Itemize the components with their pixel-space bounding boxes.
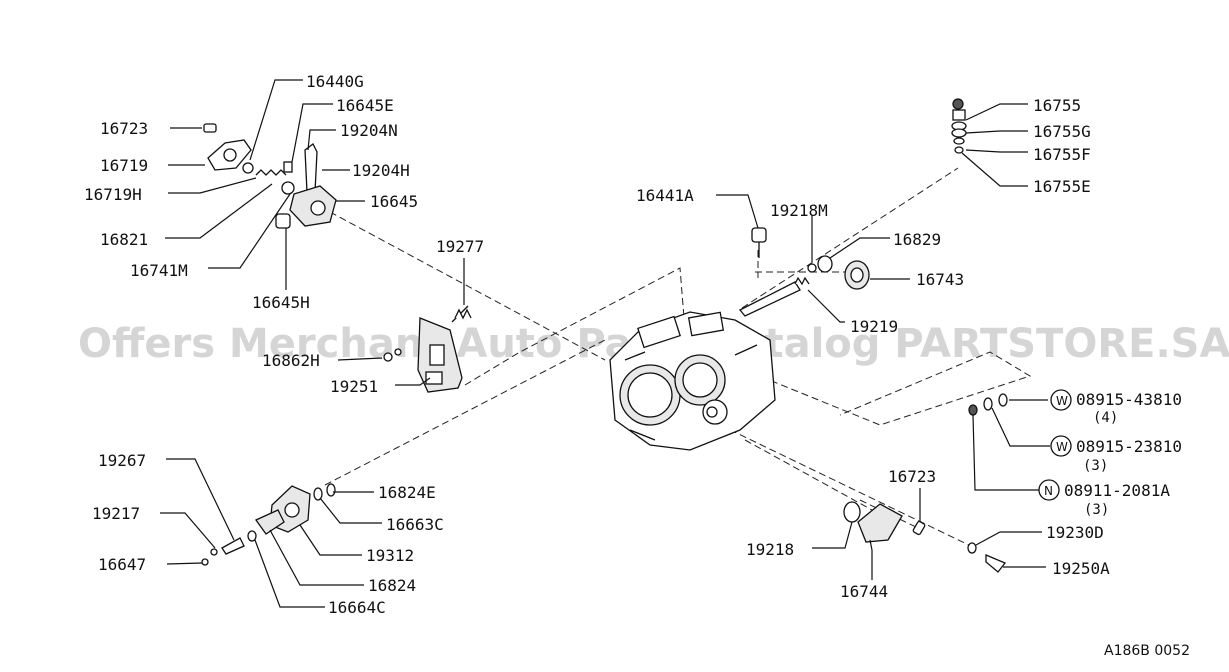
label-16755G: 16755G: [1033, 122, 1091, 141]
symbol-w-circle-1: [1050, 389, 1072, 411]
label-16741M: 16741M: [130, 261, 188, 280]
diaphragm-16824-part: [255, 509, 285, 535]
pin-19204N-part: [304, 143, 318, 193]
label-19204H: 19204H: [352, 161, 410, 180]
label-16719H: 16719H: [84, 185, 142, 204]
label-08915-23810: 08915-23810: [1076, 437, 1182, 456]
bracket-assembly: [383, 305, 472, 393]
label-16862H: 16862H: [262, 351, 320, 370]
label-19250A: 19250A: [1052, 559, 1110, 578]
drawing-code: A186B 0052: [1104, 643, 1190, 659]
bolt-16441A-part: [751, 227, 767, 243]
label-qty-3a: (3): [1083, 458, 1108, 474]
label-19312: 19312: [366, 546, 414, 565]
rod-19267-part: [221, 537, 245, 555]
ring-19218M-part: [807, 263, 817, 273]
left-upper-assembly: [203, 123, 337, 229]
cover-16744-part: [857, 503, 903, 543]
label-19219: 19219: [850, 317, 898, 336]
label-16755E: 16755E: [1033, 177, 1091, 196]
label-qty-3b: (3): [1084, 502, 1109, 518]
label-16723-top: 16723: [100, 119, 148, 138]
label-16755F: 16755F: [1033, 145, 1091, 164]
main-body-assembly: [609, 227, 870, 451]
symbol-w-2: W: [1056, 440, 1068, 454]
seal-16440G-part: [242, 162, 254, 174]
label-16744: 16744: [840, 582, 888, 601]
label-16829: 16829: [893, 230, 941, 249]
screw-19219-part: [738, 281, 801, 317]
label-16440G: 16440G: [306, 72, 364, 91]
label-16663C: 16663C: [386, 515, 444, 534]
label-16821: 16821: [100, 230, 148, 249]
gasket-19218-part: [843, 501, 861, 523]
ball-16647-part: [201, 558, 209, 566]
label-16645H: 16645H: [252, 293, 310, 312]
leader-lines: [160, 79, 1050, 608]
spring-16821-part: [255, 169, 287, 176]
label-08911-2081A: 08911-2081A: [1064, 481, 1170, 500]
label-16824: 16824: [368, 576, 416, 595]
right-upper-stack: [951, 98, 967, 154]
label-16664C: 16664C: [328, 598, 386, 617]
symbol-w-1: W: [1056, 394, 1068, 408]
left-lower-assembly: [201, 483, 336, 566]
screw-16723-part: [203, 123, 217, 133]
label-19267: 19267: [98, 451, 146, 470]
label-19218: 19218: [746, 540, 794, 559]
label-16645: 16645: [370, 192, 418, 211]
symbol-w-circle-2: [1050, 435, 1072, 457]
nut-16862H-part: [383, 352, 393, 362]
label-19217: 19217: [92, 504, 140, 523]
label-08915-43810: 08915-43810: [1076, 390, 1182, 409]
label-16755: 16755: [1033, 96, 1081, 115]
label-16441A: 16441A: [636, 186, 694, 205]
label-16719: 16719: [100, 156, 148, 175]
label-19230D: 19230D: [1046, 523, 1104, 542]
right-lower-fasteners: [843, 393, 1008, 573]
label-16645E: 16645E: [336, 96, 394, 115]
label-19204N: 19204N: [340, 121, 398, 140]
label-19251: 19251: [330, 377, 378, 396]
seal-16829-part: [817, 255, 833, 273]
washer-19230D-part: [967, 542, 977, 554]
label-16723-right: 16723: [888, 467, 936, 486]
clip-16645E-part: [283, 161, 293, 173]
label-19218M: 19218M: [770, 201, 828, 220]
sleeve-16645H-part: [275, 213, 291, 229]
label-qty-4: (4): [1093, 410, 1118, 426]
label-19277: 19277: [436, 237, 484, 256]
ball-19217-part: [210, 548, 218, 556]
screw-19250A-part: [985, 554, 1007, 573]
label-16743: 16743: [916, 270, 964, 289]
label-16647: 16647: [98, 555, 146, 574]
symbol-n-circle: [1038, 479, 1060, 501]
label-16824E: 16824E: [378, 483, 436, 502]
symbol-n: N: [1044, 484, 1053, 498]
part-labels: 16440G 16723 16645E 19204N 16719 19204H …: [84, 72, 1190, 659]
assembly-dashed-lines: [324, 167, 1032, 549]
